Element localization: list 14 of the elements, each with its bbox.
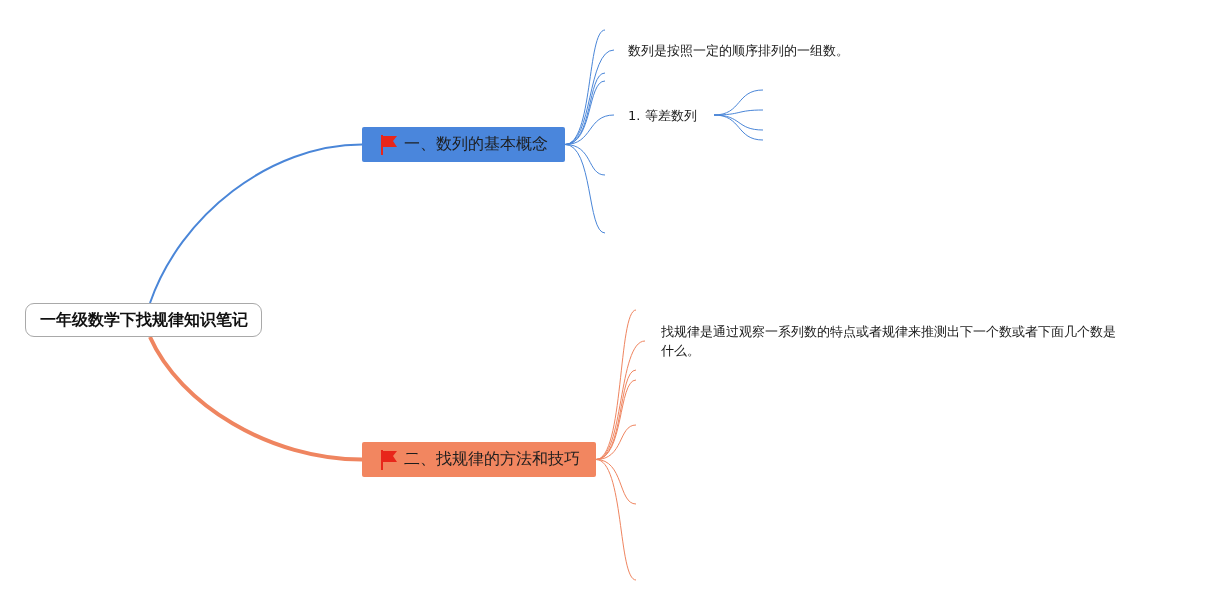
branch-line bbox=[148, 336, 363, 462]
subtopic-text: 数列是按照一定的顺序排列的一组数。 bbox=[628, 41, 849, 60]
topic-box bbox=[362, 442, 596, 477]
central-topic: 一年级数学下找规律知识笔记 bbox=[25, 303, 262, 337]
branch-line bbox=[595, 459, 637, 581]
branch-line bbox=[564, 144, 606, 234]
topic-label: 一、数列的基本概念 bbox=[404, 134, 548, 155]
topic-box bbox=[362, 127, 565, 162]
topic-label: 二、找规律的方法和技巧 bbox=[404, 449, 580, 470]
subtopic-text: 1. 等差数列 bbox=[628, 106, 697, 125]
branch-line bbox=[595, 340, 646, 460]
subtopic-text: 找规律是通过观察一系列数的特点或者规律来推测出下一个数或者下面几个数是什么。 bbox=[661, 323, 1117, 360]
branch-line bbox=[149, 143, 363, 304]
branch-line bbox=[713, 114, 764, 141]
